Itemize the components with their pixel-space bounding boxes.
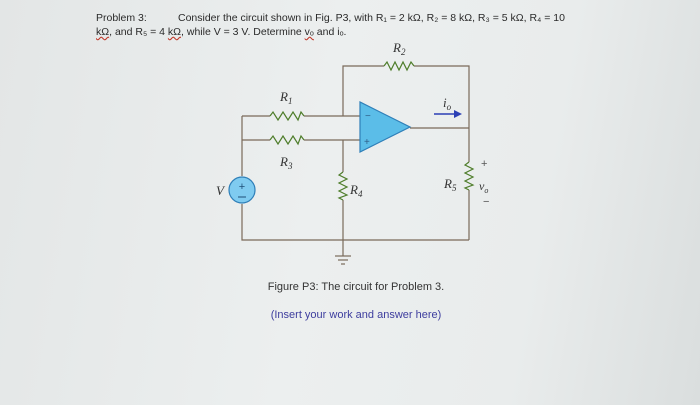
- label-io: io: [443, 95, 452, 112]
- wires: [241, 65, 470, 256]
- ground-icon: [335, 255, 351, 265]
- resistor-r2: [383, 60, 415, 72]
- opamp-plus-label: +: [364, 137, 370, 148]
- label-r2: R2: [392, 40, 406, 57]
- label-vo-plus: +: [481, 158, 487, 170]
- label-r3: R3: [279, 154, 293, 171]
- svg-text:+: +: [239, 181, 245, 193]
- voltage-source: +: [228, 176, 256, 204]
- label-source-v: V: [216, 183, 226, 198]
- resistor-r4: [337, 171, 349, 201]
- label-r4: R4: [349, 182, 363, 199]
- figure-caption: Figure P3: The circuit for Problem 3.: [267, 281, 445, 293]
- problem-line-1: Consider the circuit shown in Fig. P3, w…: [178, 12, 565, 24]
- label-vo-minus: −: [483, 196, 489, 208]
- opamp-minus-label: −: [365, 111, 371, 122]
- answer-prompt[interactable]: (Insert your work and answer here): [270, 309, 442, 321]
- label-r5: R5: [443, 176, 457, 193]
- resistor-r5: [463, 161, 475, 191]
- label-vo: vo: [479, 179, 488, 195]
- problem-statement: Problem 3: Consider the circuit shown in …: [96, 11, 565, 39]
- resistor-r3: [269, 134, 305, 146]
- problem-label: Problem 3:: [96, 12, 147, 24]
- label-r1: R1: [279, 89, 292, 106]
- current-arrow-icon: [434, 110, 462, 118]
- resistor-r1: [269, 110, 305, 122]
- op-amp: − +: [359, 101, 412, 153]
- problem-line-2: kΩ, and R₅ = 4 kΩ, while V = 3 V. Determ…: [96, 26, 347, 38]
